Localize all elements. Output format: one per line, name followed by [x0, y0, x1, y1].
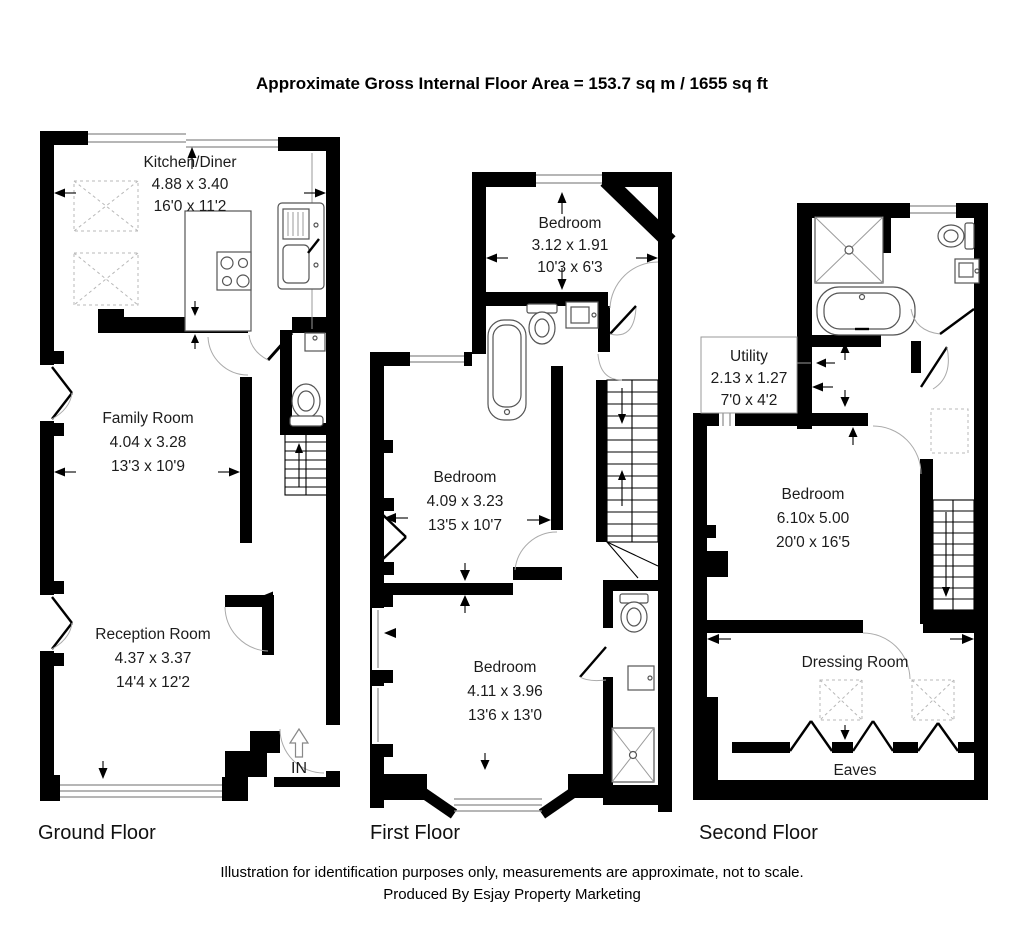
- wc-first: [611, 593, 655, 783]
- dimension-arrows: [384, 192, 658, 770]
- room-imperial: 20'0 x 16'5: [776, 534, 850, 551]
- room-imperial: 13'5 x 10'7: [428, 517, 502, 534]
- room-imperial: 14'4 x 12'2: [116, 674, 190, 691]
- room-name: Utility: [730, 348, 768, 365]
- floor-plan-first: Bedroom 3.12 x 1.91 10'3 x 6'3 Bedroom 4…: [370, 172, 676, 819]
- toilet-icon: [964, 222, 975, 250]
- ground-floor-label: Ground Floor: [38, 822, 156, 844]
- room-metric: 3.12 x 1.91: [532, 237, 609, 254]
- room-imperial: 13'3 x 10'9: [111, 458, 185, 475]
- room-metric: 6.10x 5.00: [777, 510, 850, 527]
- bathroom-first: [487, 301, 599, 421]
- page-title: Approximate Gross Internal Floor Area = …: [256, 74, 768, 93]
- room-name: Bedroom: [434, 469, 497, 486]
- room-metric: 4.09 x 3.23: [427, 493, 504, 510]
- room-label-bedroom-second: Bedroom 6.10x 5.00 20'0 x 16'5: [776, 486, 850, 551]
- room-imperial: 7'0 x 4'2: [721, 392, 778, 409]
- room-label-reception: Reception Room 4.37 x 3.37 14'4 x 12'2: [95, 626, 210, 691]
- room-label-bedroom1: Bedroom 3.12 x 1.91 10'3 x 6'3: [532, 215, 609, 276]
- room-label-eaves: Eaves: [833, 762, 876, 779]
- windows: [372, 174, 602, 812]
- walls: [693, 203, 988, 800]
- stairs-first: [606, 379, 659, 579]
- room-imperial: 13'6 x 13'0: [468, 707, 542, 724]
- door-arcs: [789, 308, 975, 752]
- dimension-arrows: [707, 343, 974, 740]
- room-label-bedroom3: Bedroom 4.11 x 3.96 13'6 x 13'0: [467, 659, 543, 724]
- room-name: Bedroom: [782, 486, 845, 503]
- bathroom-second: [814, 216, 980, 336]
- room-name: Bedroom: [474, 659, 537, 676]
- stairs-ground: [284, 432, 328, 496]
- room-name: Kitchen/Diner: [143, 154, 236, 171]
- room-label-dressing: Dressing Room: [802, 654, 909, 671]
- room-label-kitchen: Kitchen/Diner 4.88 x 3.40 16'0 x 11'2: [143, 154, 236, 215]
- folding-doors: [40, 365, 73, 651]
- room-label-bedroom2: Bedroom 4.09 x 3.23 13'5 x 10'7: [427, 469, 504, 534]
- entrance-label: IN: [291, 760, 307, 777]
- room-imperial: 16'0 x 11'2: [154, 198, 227, 215]
- windows: [60, 133, 278, 798]
- room-name: Reception Room: [95, 626, 210, 643]
- room-label-family: Family Room 4.04 x 3.28 13'3 x 10'9: [102, 410, 193, 475]
- rooflight: [73, 180, 139, 306]
- entrance-arrow-icon: [288, 727, 310, 758]
- entrance: IN: [288, 725, 340, 777]
- walls: [370, 172, 676, 819]
- room-imperial: 10'3 x 6'3: [537, 259, 602, 276]
- room-name: Bedroom: [539, 215, 602, 232]
- stairs-second: [932, 499, 975, 611]
- dimension-arrows: [54, 147, 326, 779]
- second-floor-label: Second Floor: [699, 822, 818, 844]
- floor-plan-ground: Kitchen/Diner 4.88 x 3.40 16'0 x 11'2 Fa…: [40, 131, 340, 801]
- disclaimer-text: Illustration for identification purposes…: [220, 864, 804, 881]
- door-arcs: [207, 332, 325, 774]
- sink-icon: [304, 332, 326, 352]
- room-metric: 4.11 x 3.96: [467, 683, 543, 700]
- room-metric: 4.04 x 3.28: [110, 434, 187, 451]
- room-metric: 4.37 x 3.37: [115, 650, 192, 667]
- room-metric: 2.13 x 1.27: [711, 370, 788, 387]
- kitchen-sink-icon: [277, 153, 325, 329]
- floor-plan-second: Utility 2.13 x 1.27 7'0 x 4'2 Bedroom 6.…: [693, 203, 988, 800]
- producer-text: Produced By Esjay Property Marketing: [383, 886, 641, 903]
- first-floor-label: First Floor: [370, 822, 460, 844]
- rooflight: [819, 408, 969, 721]
- room-metric: 4.88 x 3.40: [152, 176, 229, 193]
- room-name: Family Room: [102, 410, 193, 427]
- windows: [719, 203, 956, 426]
- wc-ground: [289, 332, 326, 427]
- utility-callout: Utility 2.13 x 1.27 7'0 x 4'2: [700, 336, 811, 414]
- door-arcs: [381, 261, 659, 682]
